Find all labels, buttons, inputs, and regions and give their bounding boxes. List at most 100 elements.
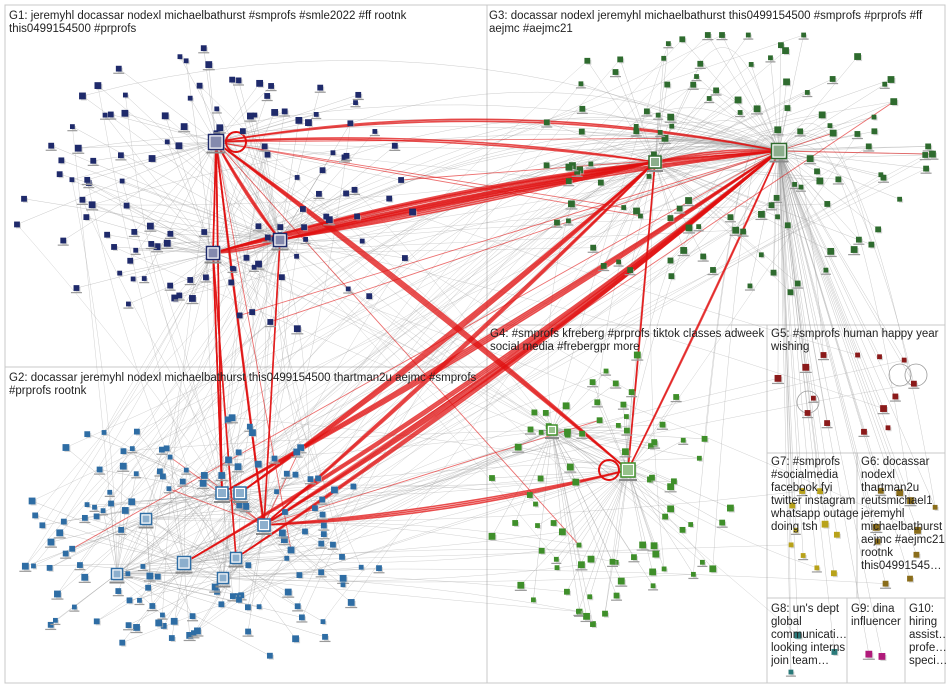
avatar-square-icon [168, 635, 175, 641]
node-label-bar [563, 224, 574, 226]
cross-edge-481 [215, 141, 799, 636]
avatar-square-icon [271, 109, 279, 116]
avatar-square-icon [231, 266, 237, 272]
edge-327 [682, 39, 780, 152]
arc-edge-36 [156, 118, 780, 247]
edge-62 [71, 179, 214, 254]
avatar-square-icon [688, 522, 694, 527]
avatar-square-icon [133, 247, 139, 253]
edge-466 [778, 150, 900, 493]
avatar-square-icon [773, 194, 780, 201]
red-spoke-9 [778, 132, 834, 152]
avatar-square-icon [245, 628, 251, 635]
red-spoke-14 [263, 447, 302, 526]
node-label-bar [636, 549, 649, 551]
avatar-square-icon [603, 368, 609, 374]
node-label-bar [631, 359, 644, 361]
avatar-square-icon [94, 82, 102, 89]
avatar-square-icon [305, 119, 312, 127]
cross-edge-206 [123, 161, 656, 467]
edge-159 [139, 524, 265, 601]
node-label-bar [858, 435, 870, 437]
node-label-bar [232, 501, 248, 503]
cross-edge-216 [221, 239, 281, 476]
avatar-square-icon [650, 583, 656, 589]
edge-441 [551, 429, 675, 482]
node-label-bar [798, 38, 809, 40]
avatar-square-icon [102, 112, 108, 118]
cross-edge-320 [235, 59, 621, 559]
avatar-square-icon [829, 76, 836, 82]
cross-edge-214 [204, 239, 281, 476]
red-spoke-7 [215, 141, 292, 551]
avatar-square-icon [267, 319, 274, 325]
avatar-square-icon [901, 357, 907, 363]
avatar-square-icon [574, 168, 581, 175]
avatar-square-icon [391, 142, 398, 149]
cross-edge-59 [86, 179, 224, 579]
cross-edge-184 [63, 252, 214, 522]
edge-268 [654, 161, 772, 206]
node-label-bar [576, 437, 588, 439]
node-label-bar [271, 248, 289, 251]
arc-edge-30 [579, 107, 780, 170]
node-label-bar [352, 98, 364, 101]
edge-121 [222, 567, 362, 579]
edge-50 [150, 225, 281, 241]
edge-482 [778, 150, 883, 657]
avatar-square-icon [339, 574, 347, 582]
avatar-square-icon [196, 82, 203, 89]
avatar-square-icon [680, 247, 688, 254]
node-label-bar [197, 487, 210, 490]
avatar-square-icon [880, 405, 887, 412]
avatar-square-icon [125, 622, 132, 629]
node-label-bar [226, 422, 239, 424]
avatar-square-icon [657, 129, 663, 135]
node-label-bar [735, 115, 746, 118]
node-label-bar [704, 101, 715, 104]
node-label-bar [134, 603, 145, 606]
avatar-square-icon [661, 134, 669, 142]
avatar-square-icon [667, 113, 675, 121]
edge-128 [263, 524, 344, 585]
edge-208 [169, 457, 185, 564]
arc-edge-26 [279, 117, 780, 235]
cross-edge-17 [263, 237, 269, 526]
node-label-bar [157, 618, 168, 620]
avatar-square-icon [488, 532, 496, 540]
avatar-square-icon [386, 195, 393, 202]
node-label-bar [74, 569, 86, 571]
edge-184 [63, 492, 241, 522]
avatar-square-icon [170, 617, 178, 625]
node-label-bar [211, 112, 222, 114]
node-label-bar [206, 151, 226, 154]
avatar-square-icon [655, 112, 661, 118]
edge-220 [227, 419, 241, 494]
avatar-square-icon [727, 504, 734, 512]
avatar-square-icon [774, 374, 782, 382]
node-label-bar [658, 142, 671, 145]
avatar-square-icon [313, 112, 319, 117]
edge-144 [247, 524, 265, 608]
avatar-square-icon [587, 594, 593, 600]
node-label-bar [318, 538, 330, 540]
edge-404 [535, 469, 629, 505]
node-label-bar [693, 230, 704, 232]
node-label-bar [127, 452, 138, 454]
avatar-square-icon [254, 460, 262, 468]
node-label-bar [626, 396, 638, 398]
edge-78 [125, 94, 281, 241]
avatar-square-icon [578, 128, 585, 135]
cross-edge-221 [232, 417, 629, 471]
edge-382 [604, 469, 629, 614]
avatar-square-icon [175, 142, 183, 150]
node-label-bar [851, 137, 863, 140]
node-label-bar [264, 325, 276, 328]
edge-18 [212, 252, 298, 329]
arc-edge-27 [78, 126, 780, 152]
arc-edge-21 [25, 147, 780, 567]
arc-edge-3 [603, 120, 780, 267]
avatar-square-icon [119, 178, 125, 184]
node-label-bar [265, 89, 277, 92]
node-label-bar [300, 242, 311, 245]
